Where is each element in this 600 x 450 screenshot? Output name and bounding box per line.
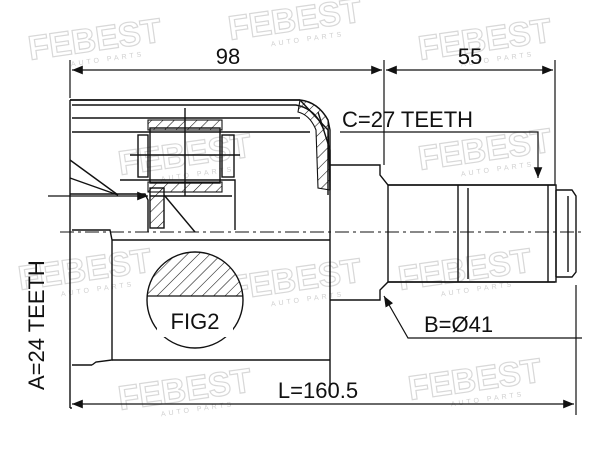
fig2-detail: FIG2 <box>146 251 244 349</box>
dimension-lines <box>48 60 582 415</box>
dim-55-label: 55 <box>458 44 482 69</box>
length-l-label: L=160.5 <box>278 378 358 403</box>
spline-a-label: A=24 TEETH <box>24 260 49 390</box>
hatched-sections <box>147 99 331 193</box>
fig2-label: FIG2 <box>171 309 220 334</box>
spline-c-label: C=27 TEETH <box>342 107 473 132</box>
diameter-b-label: B=Ø41 <box>424 312 493 337</box>
dim-98-label: 98 <box>216 44 240 69</box>
